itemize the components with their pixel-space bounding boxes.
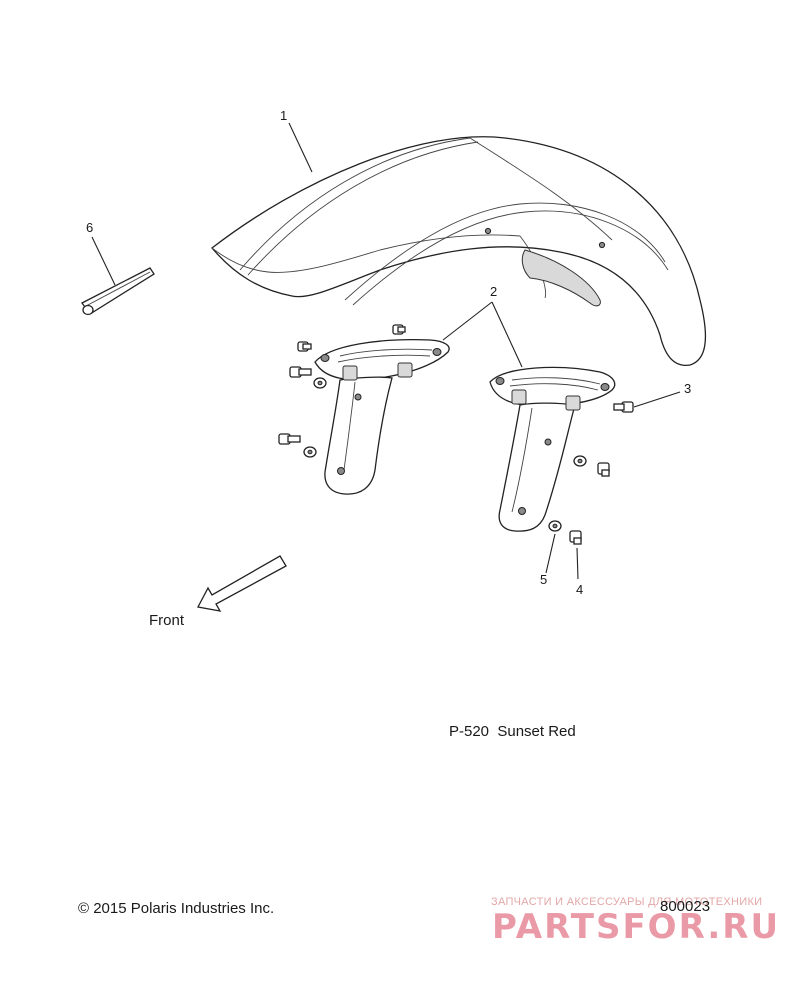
- washer-left-lower: [303, 446, 317, 458]
- leader-lines: [91, 122, 681, 580]
- callout-2: 2: [490, 284, 497, 299]
- decal-strip: [81, 267, 155, 316]
- bolt-right-3: [613, 401, 634, 413]
- bolt-right-upper: [597, 462, 610, 477]
- bracket-right: [489, 366, 616, 532]
- watermark-brand: PARTSFOR.RU: [492, 907, 780, 947]
- copyright-notice: © 2015 Polaris Industries Inc.: [78, 900, 274, 917]
- callout-1: 1: [280, 108, 287, 123]
- front-label: Front: [149, 612, 185, 629]
- paint-code-label: P-520 Sunset Red: [449, 723, 576, 740]
- washer-left-upper: [313, 377, 327, 389]
- drawing-number: 800023: [660, 898, 710, 915]
- fender: [211, 136, 707, 366]
- bracket-left: [314, 339, 450, 495]
- callout-3: 3: [684, 381, 691, 396]
- bolt-small-2: [392, 324, 406, 335]
- bolt-left-upper: [289, 366, 312, 378]
- bolt-right-lower: [569, 530, 582, 545]
- callout-4: 4: [576, 582, 583, 597]
- washer-right-upper: [573, 455, 587, 467]
- front-direction-arrow: [197, 555, 287, 612]
- bolt-small-1: [297, 341, 312, 352]
- callout-6: 6: [86, 220, 93, 235]
- callout-5: 5: [540, 572, 547, 587]
- bolt-left-lower: [278, 433, 301, 445]
- washer-right-lower: [548, 520, 562, 532]
- fasteners: [278, 324, 634, 545]
- watermark-tagline: ЗАПЧАСТИ И АКСЕССУАРЫ ДЛЯ МОТОТЕХНИКИ: [491, 896, 762, 908]
